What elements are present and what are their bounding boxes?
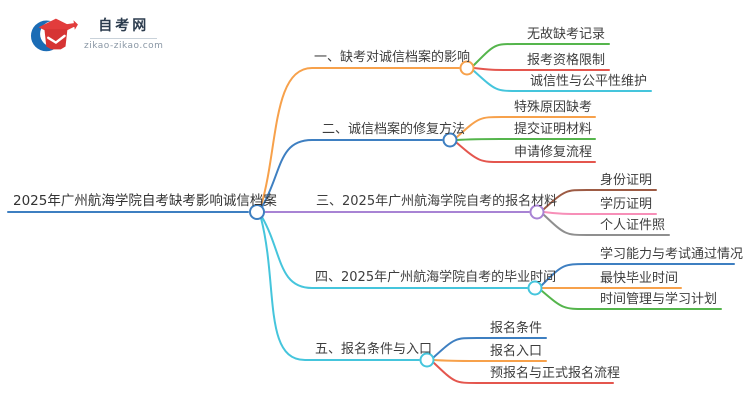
node-circle-branch-3[interactable] <box>529 204 545 220</box>
node-circle-root[interactable] <box>249 204 265 220</box>
connector-leaf-3-3 <box>543 214 670 236</box>
node-branch-3[interactable]: 三、2025年广州航海学院自考的报名材料 <box>316 194 558 209</box>
node-branch-2[interactable]: 二、诚信档案的修复方法 <box>322 122 466 137</box>
node-circle-branch-5[interactable] <box>419 352 435 368</box>
node-branch-4[interactable]: 四、2025年广州航海学院自考的毕业时间 <box>315 270 557 285</box>
node-leaf-4-3[interactable]: 时间管理与学习计划 <box>600 292 718 307</box>
node-leaf-4-1[interactable]: 学习能力与考试通过情况 <box>600 247 744 262</box>
connector-branch-4 <box>261 216 528 289</box>
connector-branch-1 <box>260 67 460 207</box>
node-branch-5[interactable]: 五、报名条件与入口 <box>315 342 433 357</box>
node-root[interactable]: 2025年广州航海学院自考缺考影响诚信档案 <box>13 193 277 209</box>
connector-leaf-1-3 <box>473 70 652 92</box>
node-leaf-3-1[interactable]: 身份证明 <box>600 173 653 188</box>
node-leaf-5-3[interactable]: 预报名与正式报名流程 <box>490 366 621 381</box>
node-leaf-2-3[interactable]: 申请修复流程 <box>514 145 593 160</box>
connector-leaf-2-2 <box>456 138 596 141</box>
connector-leaf-1-2 <box>473 67 610 71</box>
connector-leaf-5-2 <box>433 359 547 362</box>
connector-leaf-5-1 <box>433 337 547 358</box>
node-leaf-4-2[interactable]: 最快毕业时间 <box>600 271 679 286</box>
node-circle-branch-2[interactable] <box>442 132 458 148</box>
node-circle-branch-1[interactable] <box>459 60 475 76</box>
node-leaf-1-3[interactable]: 诚信性与公平性维护 <box>530 74 648 89</box>
node-leaf-3-3[interactable]: 个人证件照 <box>600 218 666 233</box>
connector-leaf-3-1 <box>543 189 657 210</box>
site-url: zikao-zikao.com <box>84 41 164 51</box>
connector-leaf-2-1 <box>456 116 596 138</box>
node-leaf-3-2[interactable]: 学历证明 <box>600 197 653 212</box>
node-leaf-5-1[interactable]: 报名条件 <box>490 321 543 336</box>
node-leaf-1-1[interactable]: 无故缺考记录 <box>527 27 606 42</box>
connector-leaf-2-3 <box>456 142 596 163</box>
connector-leaf-4-3 <box>541 290 722 310</box>
node-leaf-2-1[interactable]: 特殊原因缺考 <box>514 100 593 115</box>
connector-leaf-4-1 <box>541 263 735 286</box>
connector-leaf-1-1 <box>473 43 610 66</box>
connector-leaf-3-2 <box>543 211 657 215</box>
logo-text: 自考网 zikao-zikao.com <box>84 15 163 51</box>
node-leaf-2-2[interactable]: 提交证明材料 <box>514 122 593 137</box>
node-circle-branch-4[interactable] <box>527 280 543 296</box>
site-name: 自考网 <box>90 15 158 39</box>
site-logo[interactable]: 自考网 zikao-zikao.com <box>30 12 163 54</box>
connector-branch-2 <box>261 139 443 208</box>
node-branch-1[interactable]: 一、缺考对诚信档案的影响 <box>314 50 471 65</box>
graduation-cap-icon <box>30 18 78 52</box>
node-leaf-5-2[interactable]: 报名入口 <box>490 344 543 359</box>
connector-branch-5 <box>260 217 420 361</box>
connector-leaf-5-3 <box>433 362 614 384</box>
node-leaf-1-2[interactable]: 报考资格限制 <box>527 53 606 68</box>
